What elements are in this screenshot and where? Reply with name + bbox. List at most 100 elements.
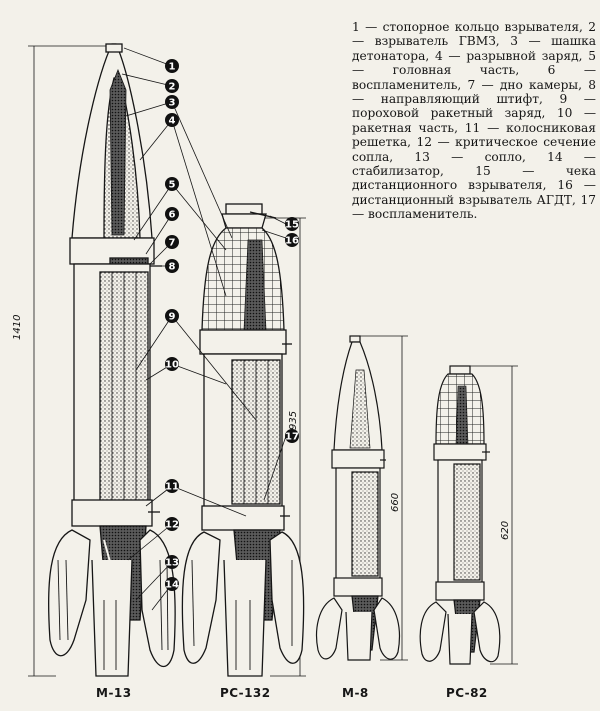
legend-text: — ракетная часть,	[352, 106, 597, 135]
rocket-label-m13: М-13	[96, 686, 132, 700]
legend-text: — дно камеры,	[475, 77, 589, 92]
callout-circle	[165, 309, 179, 323]
callout-circle	[165, 177, 179, 191]
legend-text: — воспламенитель.	[352, 207, 478, 222]
callout-number: 1	[169, 62, 176, 73]
dim-m8: 660	[390, 493, 401, 512]
callout-number: 15	[285, 220, 299, 231]
legend-text: — разрывной заряд,	[442, 48, 589, 63]
callout-number: 4	[169, 116, 176, 127]
legend-number: 9	[559, 92, 568, 107]
callout-number: 3	[169, 98, 176, 109]
legend-text: — критическое сечение сопла,	[352, 135, 597, 164]
rocket-label-rs132: РС-132	[220, 686, 271, 700]
legend-number: 14	[547, 149, 563, 164]
legend-number: 13	[414, 149, 430, 164]
callout-number: 14	[165, 580, 179, 591]
legend-item: 14 — стабилизатор,	[352, 150, 596, 178]
legend-text: — пороховой ракетный заряд,	[352, 92, 596, 121]
callout-circle	[165, 95, 179, 109]
callout-circle	[165, 259, 179, 273]
legend-text: — взрыватель ГВМЗ,	[352, 34, 511, 49]
legend-item: 16 — дистанционный взрыватель АГДТ,	[352, 178, 596, 206]
legend-item: 4 — разрывной заряд,	[435, 49, 588, 63]
callout-number: 9	[169, 312, 176, 323]
callout-number: 5	[169, 180, 176, 191]
legend-text: — чека дистанционного взрывателя,	[352, 164, 596, 193]
legend-item: 1 — стопорное кольцо взрывателя,	[352, 20, 588, 34]
callout-number: 11	[165, 482, 179, 493]
legend-item: 12 — критическое сечение сопла,	[352, 135, 596, 163]
legend-text: — стопорное кольцо взрывателя,	[359, 20, 589, 34]
legend-number: 2	[588, 20, 596, 34]
legend-text: — воспламенитель,	[352, 63, 597, 92]
legend-number: 7	[467, 77, 476, 92]
legend-text: — колосниковая решетка,	[352, 120, 596, 150]
legend-text: — шашка детонатора,	[352, 34, 596, 63]
dim-rs132: 935	[288, 411, 299, 430]
leader-lines	[121, 47, 287, 611]
legend-item: 3 — шашка детонатора,	[352, 34, 596, 62]
rocket-label-m8: М-8	[342, 686, 369, 700]
legend-item: 17 — воспламенитель.	[352, 193, 596, 221]
legend-item: 13 — сопло,	[414, 150, 547, 164]
callout-number: 8	[169, 262, 176, 273]
legend-text: — направляющий штифт,	[352, 92, 560, 107]
legend-item: 11 — колосниковая решетка,	[352, 121, 596, 149]
legend-number: 4	[434, 48, 443, 63]
legend-item: 10 — ракетная часть,	[352, 106, 596, 134]
legend-item: 8 — направляющий штифт,	[352, 78, 596, 106]
callout-number: 2	[169, 82, 176, 93]
legend-item: 15 — чека дистанционного взрывателя,	[352, 164, 596, 192]
dim-rs82: 620	[500, 521, 511, 540]
rocket-label-rs82: РС-82	[446, 686, 488, 700]
callout-circle	[285, 429, 299, 443]
callout-number: 7	[169, 238, 176, 249]
callout-number: 16	[285, 236, 299, 247]
legend-item: 6 — воспламенитель,	[352, 63, 596, 91]
callout-number: 17	[285, 432, 299, 443]
callout-circle	[165, 59, 179, 73]
legend-number: 10	[556, 106, 573, 121]
legend-number: 3	[510, 34, 518, 49]
dimension-labels: 1410 935 660 620	[12, 315, 511, 540]
callout-circle	[285, 233, 299, 247]
callout-number: 10	[165, 360, 179, 371]
callout-circle	[165, 113, 179, 127]
legend-text: — головная часть,	[352, 63, 548, 78]
legend-number: 12	[416, 135, 433, 150]
legend-number: 5	[588, 48, 596, 63]
rocket-m13	[28, 43, 176, 677]
rocket-rs82	[419, 365, 518, 665]
callout-number: 6	[169, 210, 176, 221]
callout-circle	[165, 517, 179, 531]
callout-number: 12	[165, 520, 179, 531]
rocket-rs132	[181, 203, 306, 677]
callout-number: 13	[165, 558, 179, 569]
legend-item: 2 — взрыватель ГВМЗ,	[352, 20, 596, 48]
legend-number: 17	[580, 192, 596, 207]
legend-text: — дистанционный взрыватель АГДТ,	[352, 178, 596, 207]
callout-circle	[165, 79, 179, 93]
legend: 1 — стопорное кольцо взрывателя, 2 — взр…	[352, 20, 596, 222]
legend-number: 6	[547, 63, 556, 78]
callout-circle	[165, 357, 179, 371]
legend-text: — сопло,	[429, 149, 548, 164]
legend-item: 5 — головная часть,	[352, 49, 596, 77]
callout-circle	[165, 235, 179, 249]
legend-number: 8	[588, 77, 596, 92]
callout-circle	[285, 217, 299, 231]
dim-m13: 1410	[12, 315, 23, 340]
legend-item: 9 — пороховой ракетный заряд,	[352, 92, 596, 120]
legend-number: 15	[475, 164, 491, 179]
legend-text: — стабилизатор,	[352, 149, 596, 179]
callout-circle	[165, 577, 179, 591]
legend-number: 11	[464, 120, 481, 135]
callout-circle	[165, 479, 179, 493]
legend-number: 16	[557, 178, 573, 193]
callout-circle	[165, 555, 179, 569]
rocket-m8	[315, 335, 408, 661]
legend-item: 7 — дно камеры,	[468, 78, 589, 92]
